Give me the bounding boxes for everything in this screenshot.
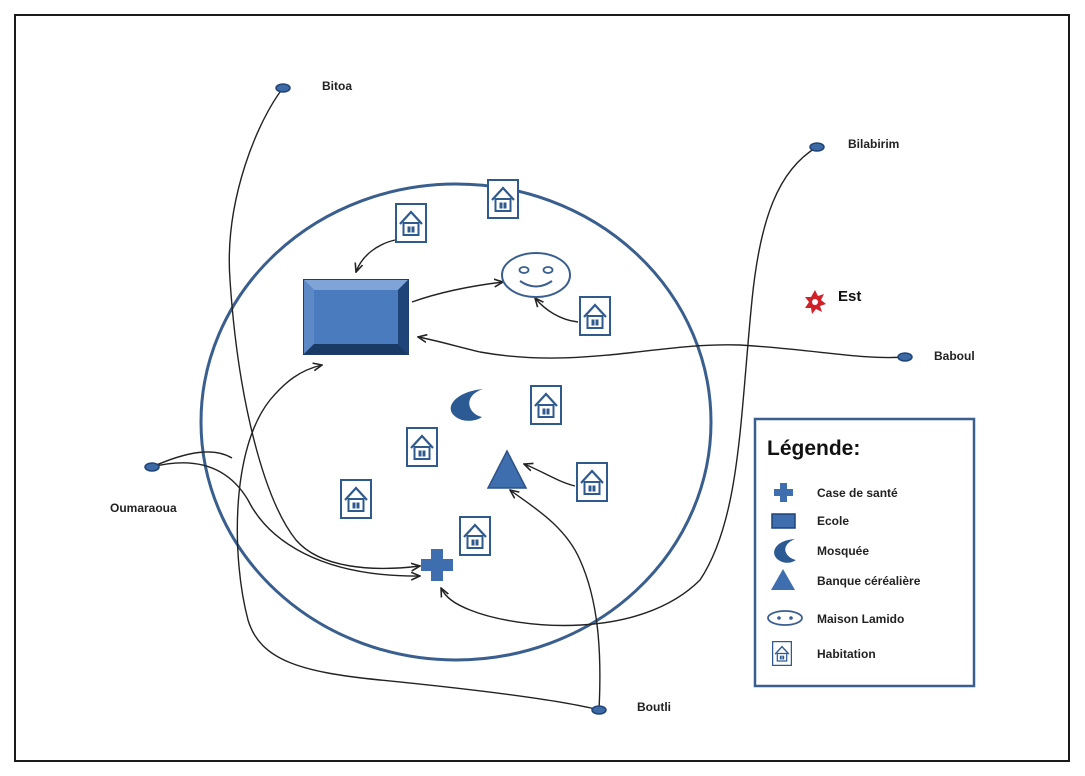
house-icon <box>459 516 491 556</box>
village-boundary <box>199 182 713 662</box>
arrow-house-school <box>356 239 396 272</box>
arrow-house-granary <box>524 464 576 487</box>
legend-label-school: Ecole <box>817 514 849 528</box>
place-label-bilabirim: Bilabirim <box>848 137 899 151</box>
legend-house-icon <box>772 641 792 666</box>
house-icon <box>576 462 608 502</box>
legend-triangle-icon <box>771 569 795 590</box>
legend-label-granary: Banque céréalière <box>817 574 921 588</box>
legend-smiley-oval-icon <box>767 610 803 626</box>
house-icon <box>395 203 427 243</box>
arrow-school-lamido <box>411 282 503 303</box>
village-marker-bilabirim <box>809 142 825 152</box>
compass-star-icon <box>805 290 826 314</box>
road-oumaraoua-health-a <box>151 462 420 576</box>
triangle-icon <box>486 449 528 489</box>
house-icon <box>579 296 611 336</box>
house-icon <box>530 385 562 425</box>
village-marker-bitoa <box>275 83 291 93</box>
arrow-house-lamido <box>535 298 579 323</box>
house-icon <box>340 479 372 519</box>
diagram-frame <box>14 14 1070 762</box>
road-oumaraoua-health-b <box>151 451 233 468</box>
legend-health-cross-icon <box>774 483 793 502</box>
legend-label-health: Case de santé <box>817 486 898 500</box>
road-bitoa-health <box>228 87 420 568</box>
road-network <box>151 87 906 711</box>
legend: Légende: Case de santé Ecole Mosquée Ban… <box>753 417 976 688</box>
place-label-boutli: Boutli <box>637 700 671 714</box>
school-icon <box>303 279 409 355</box>
legend-school-icon <box>771 513 796 529</box>
village-marker-oumaraoua <box>144 462 160 472</box>
house-icon <box>406 427 438 467</box>
house-icon <box>487 179 519 219</box>
village-marker-baboul <box>897 352 913 362</box>
crescent-icon <box>450 389 483 421</box>
place-label-oumaraoua: Oumaraoua <box>110 501 177 515</box>
road-baboul-school <box>418 337 906 359</box>
place-label-baboul: Baboul <box>934 349 975 363</box>
legend-crescent-icon <box>774 539 796 563</box>
village-marker-boutli <box>591 705 607 715</box>
legend-label-lamido: Maison Lamido <box>817 612 904 626</box>
legend-label-habitation: Habitation <box>817 647 876 661</box>
place-label-bitoa: Bitoa <box>322 79 352 93</box>
legend-label-mosque: Mosquée <box>817 544 869 558</box>
road-bilabirim-health <box>441 146 818 627</box>
orientation-label: Est <box>838 288 861 305</box>
road-boutli-school <box>236 365 600 711</box>
legend-title: Légende: <box>767 437 860 460</box>
health-cross-icon <box>421 549 453 581</box>
road-boutli-granary <box>510 490 601 711</box>
village-markers <box>144 83 913 715</box>
smiley-oval-icon <box>501 252 571 298</box>
